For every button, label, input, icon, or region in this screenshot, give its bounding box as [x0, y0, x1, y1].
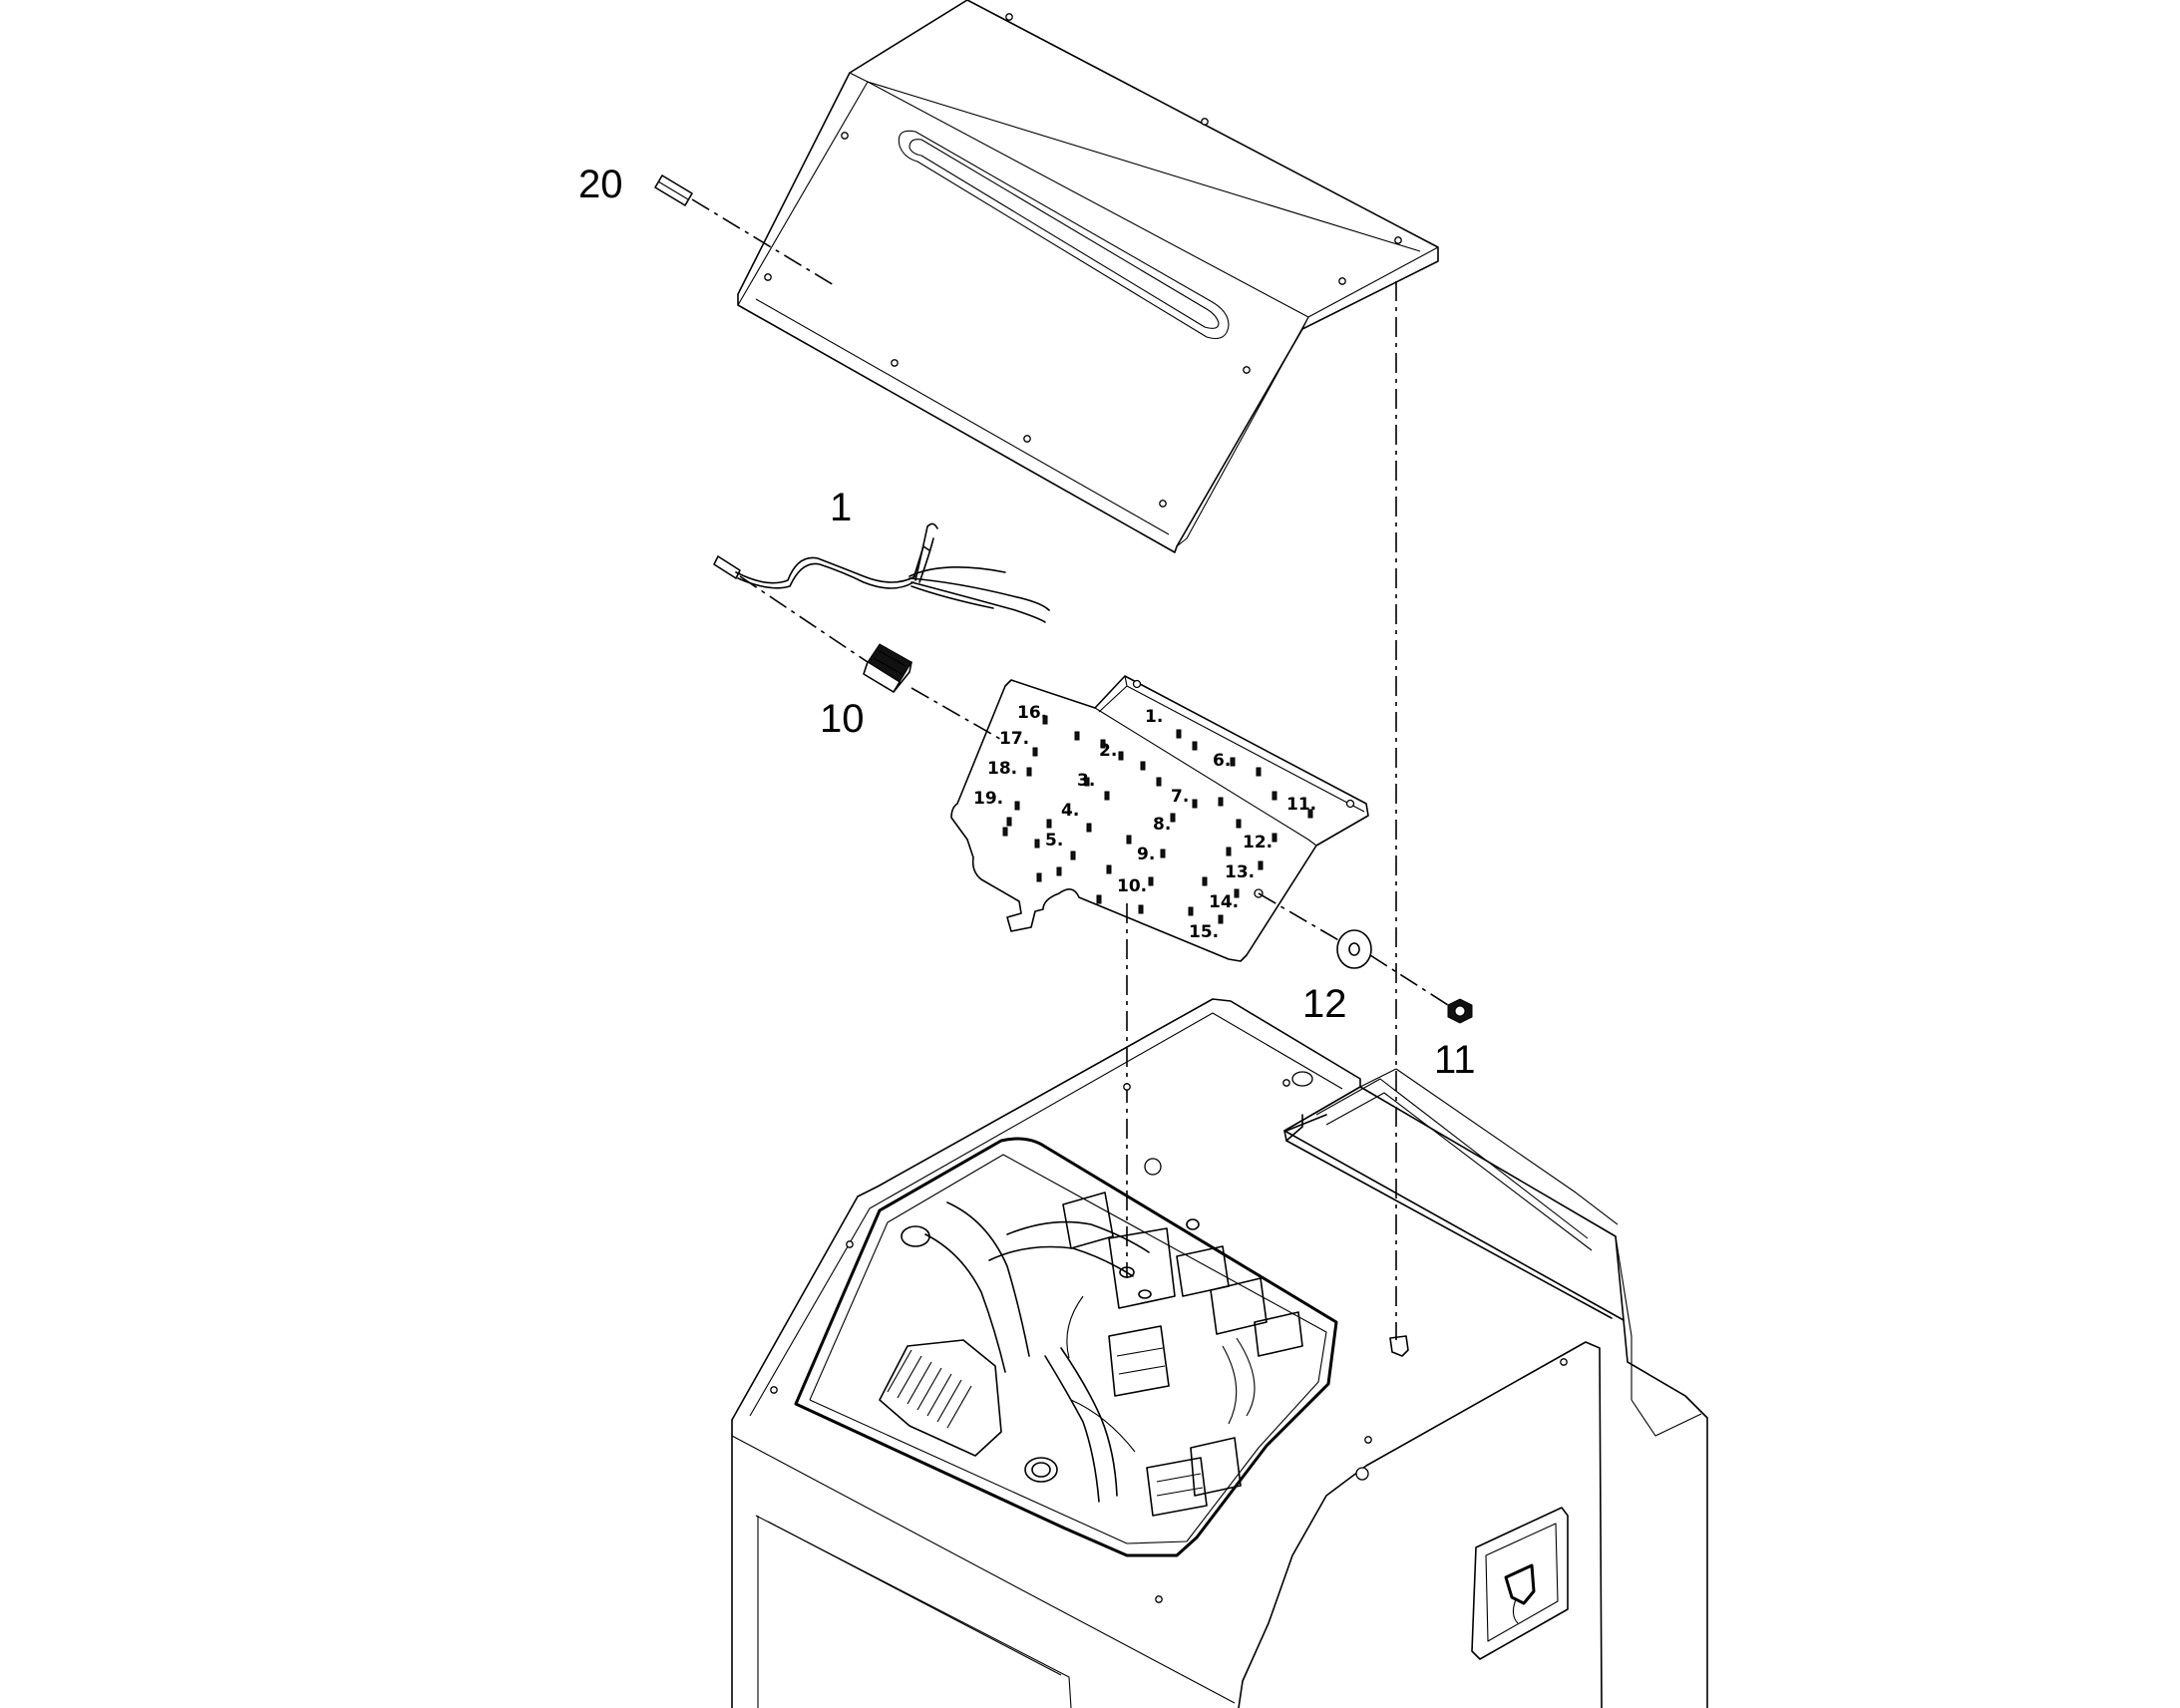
- pin-label-9: 9.: [1137, 845, 1155, 864]
- pin-label-18a: 18.: [987, 759, 1017, 779]
- pin-label-10: 10.: [1117, 876, 1147, 896]
- pin-label-14: 14.: [1209, 892, 1239, 912]
- pin-label-6: 6.: [1213, 751, 1231, 771]
- item-20-pin: [654, 174, 693, 206]
- callout-labels: 20 1 10 12 11: [578, 163, 1476, 1082]
- callout-20: 20: [578, 163, 623, 206]
- enclosure-electronics: [879, 1192, 1303, 1517]
- pin-label-16a: 16.: [1017, 703, 1047, 723]
- relay-bracket-plate: 16. 17. 18. 19. 1. 2. 3. 4. 5. 6. 7. 8. …: [950, 675, 1369, 962]
- pin-label-7: 7.: [1171, 787, 1189, 807]
- callout-10: 10: [820, 697, 865, 741]
- pin-label-5: 5.: [1045, 831, 1063, 851]
- assembly-center-lines: [691, 198, 1449, 1340]
- pin-label-1: 1.: [1145, 707, 1163, 727]
- pin-label-8: 8.: [1153, 815, 1171, 835]
- callout-1: 1: [830, 486, 852, 529]
- base-enclosure: [731, 998, 1708, 1708]
- callout-11: 11: [1434, 1038, 1476, 1082]
- callout-12: 12: [1302, 982, 1347, 1026]
- pin-label-17: 17.: [999, 729, 1029, 749]
- item-12-washer: [1336, 929, 1372, 969]
- pin-label-12: 12.: [1243, 833, 1272, 853]
- item-10-connector: [863, 643, 912, 693]
- pin-label-13: 13.: [1225, 862, 1255, 882]
- top-cover-panel: [737, 0, 1439, 553]
- pin-label-4: 4.: [1061, 801, 1079, 821]
- pin-label-15: 15.: [1189, 922, 1219, 942]
- item-1-wire-harness: [713, 522, 1050, 623]
- pin-label-19: 19.: [973, 789, 1003, 809]
- item-11-nut: [1447, 998, 1473, 1024]
